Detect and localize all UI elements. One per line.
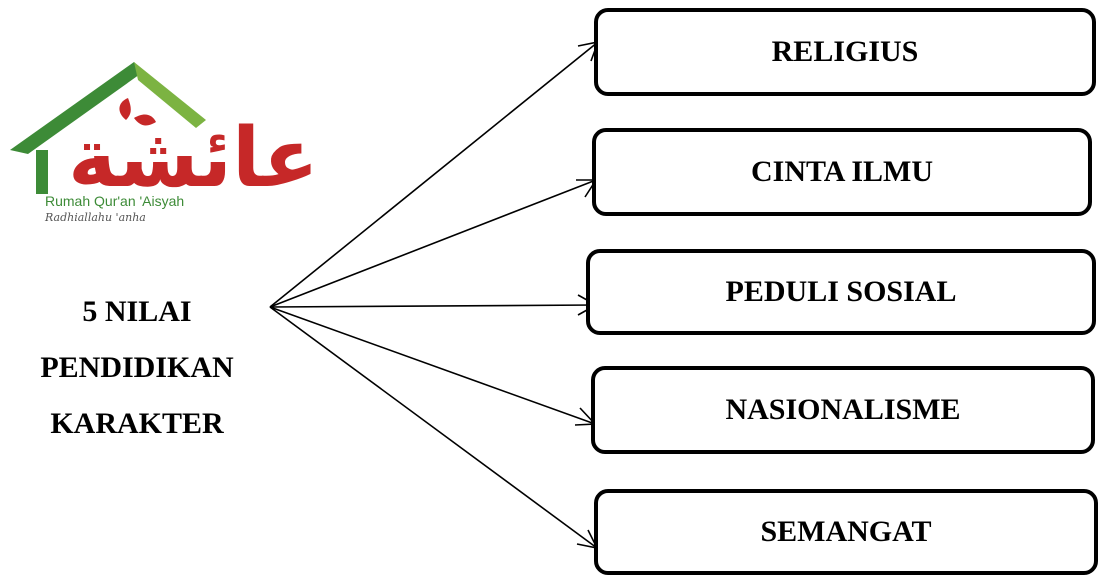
value-box-religius: RELIGIUS — [594, 8, 1096, 96]
value-box-semangat: SEMANGAT — [594, 489, 1098, 575]
roof-right-shape — [134, 62, 206, 128]
title-line-2: PENDIDIKAN — [40, 351, 234, 384]
arabic-wordmark: عائشة — [68, 111, 319, 198]
logo-tagline-text: Radhiallahu 'anha — [45, 211, 146, 224]
title-line-3: KARAKTER — [50, 407, 224, 440]
leaf-right-icon — [134, 114, 156, 126]
logo-name-text: Rumah Qur'an 'Aisyah — [45, 193, 185, 209]
house-wall-shape — [36, 150, 48, 194]
value-label: SEMANGAT — [760, 515, 932, 548]
arrow-cinta-ilmu — [269, 179, 598, 308]
roof-left-shape — [10, 62, 143, 154]
title-line-1: 5 NILAI — [82, 295, 192, 328]
value-box-peduli-sosial: PEDULI SOSIAL — [586, 249, 1096, 335]
leaf-left-icon — [119, 98, 131, 120]
logo: عائشة Rumah Qur'an 'Aisyah Radhiallahu '… — [6, 58, 326, 238]
value-label: CINTA ILMU — [751, 155, 933, 188]
value-box-nasionalisme: NASIONALISME — [591, 366, 1095, 454]
house-logo-icon: عائشة — [10, 62, 319, 206]
value-label: PEDULI SOSIAL — [725, 275, 957, 308]
value-label: RELIGIUS — [771, 35, 919, 68]
arrow-peduli-sosial — [269, 294, 598, 316]
diagram-title: 5 NILAI PENDIDIKAN KARAKTER — [10, 284, 264, 452]
arrow-semangat — [269, 306, 599, 550]
arrow-religius — [269, 40, 600, 308]
value-label: NASIONALISME — [725, 393, 961, 426]
value-box-cinta-ilmu: CINTA ILMU — [592, 128, 1092, 216]
arrow-nasionalisme — [269, 306, 597, 426]
